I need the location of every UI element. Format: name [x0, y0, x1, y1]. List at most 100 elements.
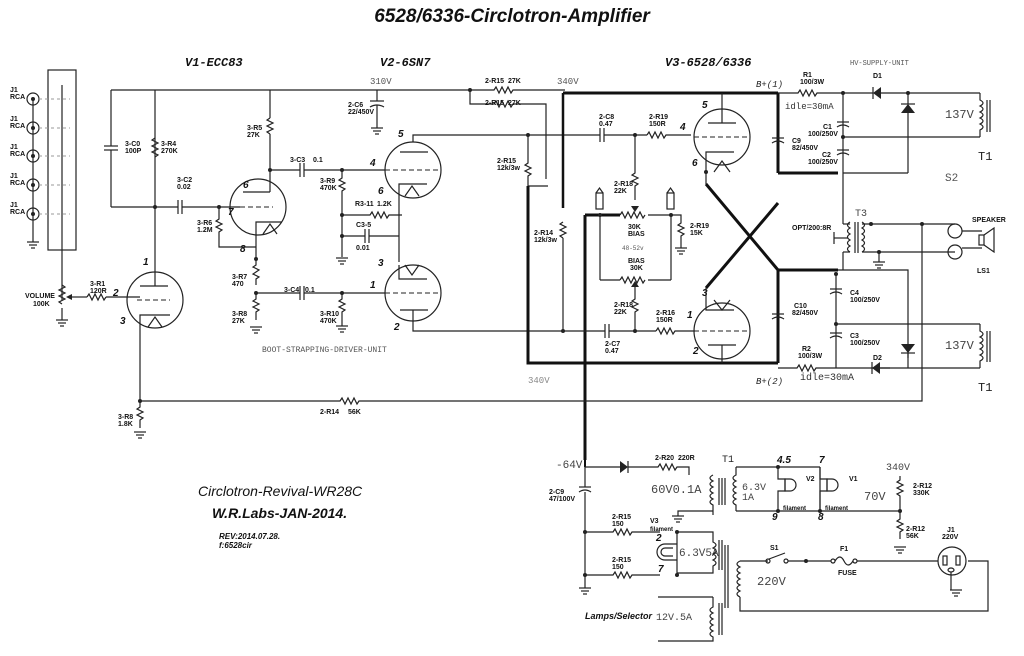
r4-value: 270K — [161, 148, 178, 155]
r5-value: 27K — [247, 132, 260, 139]
pin-label: 4.5 — [776, 455, 791, 466]
r8b-value: 1.8K — [118, 421, 133, 428]
voltage-340v-bottom: 340V — [528, 376, 550, 386]
r7-ref: 3-R7 — [232, 274, 247, 281]
switch-s1[interactable] — [765, 552, 789, 564]
tube-v2a — [384, 141, 442, 199]
filament-v2 — [777, 467, 797, 511]
r10-value: 470K — [320, 318, 337, 325]
r14b-value: 56K — [348, 409, 361, 416]
v3-fil-label: V3 — [650, 518, 659, 525]
r1-value: 120R — [90, 288, 107, 295]
section-v1: V1-ECC83 — [185, 56, 243, 70]
jack-type: RCA — [10, 94, 25, 101]
fuse-f1[interactable] — [830, 556, 858, 566]
pin-label: 4 — [679, 122, 686, 133]
voltage-340v-top: 340V — [557, 77, 579, 87]
section-v2: V2-6SN7 — [380, 56, 431, 70]
voltage-137v-top: 137V — [945, 108, 975, 122]
hc1-value: 100/250V — [808, 131, 838, 138]
primary-voltage: 220V — [757, 575, 787, 589]
mains-socket-j1[interactable] — [937, 546, 967, 590]
hc3-ref: C3 — [850, 333, 859, 340]
mains-value: 220V — [942, 534, 959, 541]
r8a-value: 27K — [232, 318, 245, 325]
r15c-value: 12k/3w — [497, 165, 521, 172]
c0-ref: 3-C0 — [125, 141, 140, 148]
hc2-ref: C2 — [822, 152, 831, 159]
transformer-t1-top — [978, 93, 991, 137]
c9-ref: C9 — [792, 138, 801, 145]
d1-ref: D1 — [873, 73, 882, 80]
r4-ref: 3-R4 — [161, 141, 176, 148]
r10-ref: 3-R10 — [320, 311, 339, 318]
volume-pot[interactable] — [55, 284, 72, 327]
jack-type: RCA — [10, 209, 25, 216]
jack-type: RCA — [10, 123, 25, 130]
mains-ref: J1 — [947, 527, 955, 534]
credit-rev: REV:2014.07.28. — [219, 532, 280, 541]
t3-value: OPT/200:8R — [792, 225, 831, 232]
test-probe-right[interactable] — [666, 186, 675, 210]
r14a-value: 12k/3w — [534, 237, 558, 244]
hc3-value: 100/250V — [850, 340, 880, 347]
r19b-value: 15K — [690, 230, 703, 237]
jack-ref: J1 — [10, 173, 18, 180]
resistor-3-r4 — [150, 137, 160, 158]
bias1-value: 30K — [628, 224, 641, 231]
r12b-value: 56K — [906, 533, 919, 540]
r15b-value: 27K — [508, 100, 521, 107]
r5-ref: 3-R5 — [247, 125, 262, 132]
bias-pot-lower[interactable] — [619, 275, 646, 285]
hr2-value: 100/3W — [798, 353, 823, 360]
r19b-ref: 2-R19 — [690, 223, 709, 230]
bias-pot-upper[interactable] — [619, 210, 646, 220]
r15e-ref: 2-R15 — [612, 557, 631, 564]
hc2-value: 100/250V — [808, 159, 838, 166]
c2-ref: 3-C2 — [177, 177, 192, 184]
r6-value: 1.2M — [197, 227, 213, 234]
pin-label: 8 — [818, 512, 824, 523]
r19a-ref: 2-R19 — [649, 114, 668, 121]
r15a-value: 27K — [508, 78, 521, 85]
hc1-ref: C1 — [823, 124, 832, 131]
pin-label: 7 — [228, 207, 234, 218]
r14a-ref: 2-R14 — [534, 230, 553, 237]
c9b-ref: 2-C9 — [549, 489, 564, 496]
c4-value: 0.1 — [305, 287, 315, 294]
r15d-ref: 2-R15 — [612, 514, 631, 521]
diode-d1 — [872, 87, 881, 99]
filament-v3 — [656, 543, 677, 561]
r18a-value: 22K — [614, 188, 627, 195]
c9b-value: 47/100V — [549, 496, 575, 503]
filament-label: filament — [825, 506, 848, 512]
c4-ref: 3-C4 — [284, 287, 299, 294]
v2-fil-label: V2 — [806, 476, 815, 483]
fil1-voltage: 6.3V — [742, 483, 766, 494]
resistor-3-r1 — [86, 292, 107, 302]
input-selector[interactable] — [47, 69, 77, 300]
idle2-label: idle=30mA — [800, 372, 854, 384]
pin-label: 9 — [772, 512, 778, 523]
pin-label: 6 — [692, 158, 698, 169]
jack-ref: J1 — [10, 116, 18, 123]
c9-value: 82/450V — [792, 145, 818, 152]
r15c-ref: 2-R15 — [497, 158, 516, 165]
bplus2-label: B+(2) — [756, 377, 783, 387]
volume-value: 100K — [33, 301, 50, 308]
filament-v1 — [819, 467, 839, 511]
speaker-ls1[interactable] — [947, 223, 995, 260]
credit-project: Circlotron-Revival-WR28C — [198, 483, 363, 499]
c2-value: 0.02 — [177, 184, 191, 191]
r20-ref: 2-R20 — [655, 455, 674, 462]
r16-ref: 2-R16 — [656, 310, 675, 317]
voltage-310v: 310V — [370, 77, 392, 87]
r15b-ref: 2-R15 — [485, 100, 504, 107]
pin-label: 3 — [378, 258, 384, 269]
c7-value: 0.47 — [605, 348, 619, 355]
r12a-value: 330K — [913, 490, 930, 497]
hc4-value: 100/250V — [850, 297, 880, 304]
test-probe-left[interactable] — [595, 186, 604, 210]
t1-bottom-label: T1 — [978, 381, 992, 395]
pin-label: 7 — [658, 564, 664, 575]
